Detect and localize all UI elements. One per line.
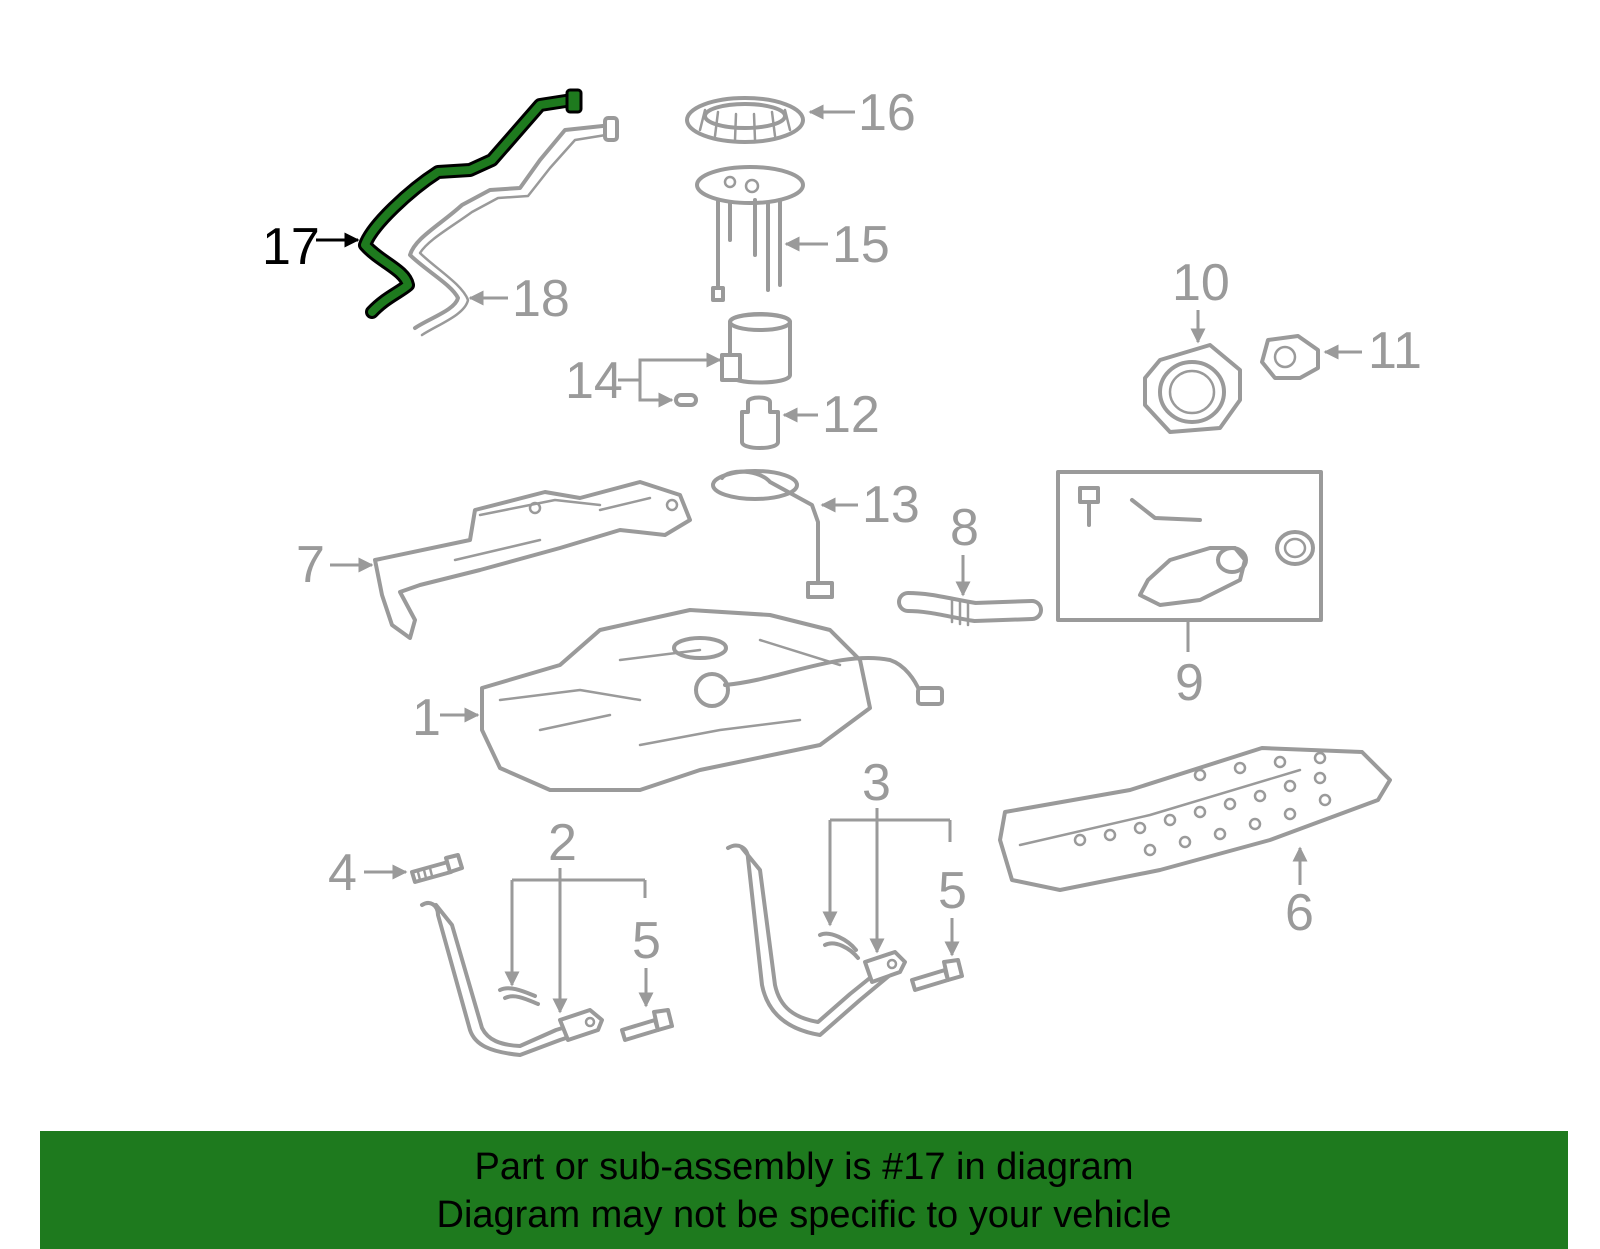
part-15-pump-bracket[interactable] [695, 165, 805, 302]
callout-1: 1 [412, 689, 441, 747]
leader-14b [638, 380, 674, 408]
callout-8: 8 [950, 499, 979, 557]
callout-4: 4 [328, 844, 357, 902]
part-8-hose[interactable] [897, 591, 1043, 627]
part-6-skid-plate[interactable] [998, 746, 1392, 892]
part-10-filler-housing[interactable] [1143, 343, 1242, 434]
callout-3: 3 [862, 754, 891, 812]
callout-7: 7 [296, 536, 325, 594]
callout-9: 9 [1175, 654, 1204, 712]
callout-15: 15 [832, 216, 890, 274]
part-14-filter[interactable] [674, 312, 792, 407]
part-2-tank-strap[interactable] [420, 901, 604, 1057]
part-17-hose[interactable] [358, 88, 583, 319]
part-5-bolt-right[interactable] [910, 958, 964, 992]
callout-2: 2 [548, 814, 577, 872]
leader-14 [618, 352, 722, 382]
callout-16: 16 [858, 84, 916, 142]
callout-13: 13 [862, 476, 920, 534]
part-5-bolt-left[interactable] [620, 1008, 674, 1042]
part-11-cap[interactable] [1260, 334, 1320, 380]
part-18-pipe[interactable] [408, 116, 619, 337]
callout-5b: 5 [938, 862, 967, 920]
info-banner: Part or sub-assembly is #17 in diagram D… [40, 1131, 1568, 1249]
part-1-fuel-tank[interactable] [480, 608, 944, 792]
callout-14: 14 [565, 352, 623, 410]
part-13-sender[interactable] [711, 469, 834, 599]
callout-6: 6 [1285, 884, 1314, 942]
callout-5a: 5 [632, 912, 661, 970]
part-12-regulator[interactable] [740, 395, 780, 450]
callout-10: 10 [1172, 254, 1230, 312]
callout-18: 18 [512, 270, 570, 328]
part-9-filler-kit[interactable] [1056, 470, 1323, 622]
callout-17: 17 [262, 218, 320, 276]
callout-12: 12 [822, 386, 880, 444]
banner-line-2: Diagram may not be specific to your vehi… [436, 1194, 1172, 1236]
banner-line-1: Part or sub-assembly is #17 in diagram [474, 1146, 1134, 1188]
part-4-bolt[interactable] [410, 853, 464, 884]
callout-11: 11 [1368, 322, 1422, 380]
part-7-heat-shield[interactable] [373, 480, 692, 640]
part-16-lock-ring[interactable] [685, 96, 805, 144]
part-3-tank-strap[interactable] [726, 843, 907, 1037]
